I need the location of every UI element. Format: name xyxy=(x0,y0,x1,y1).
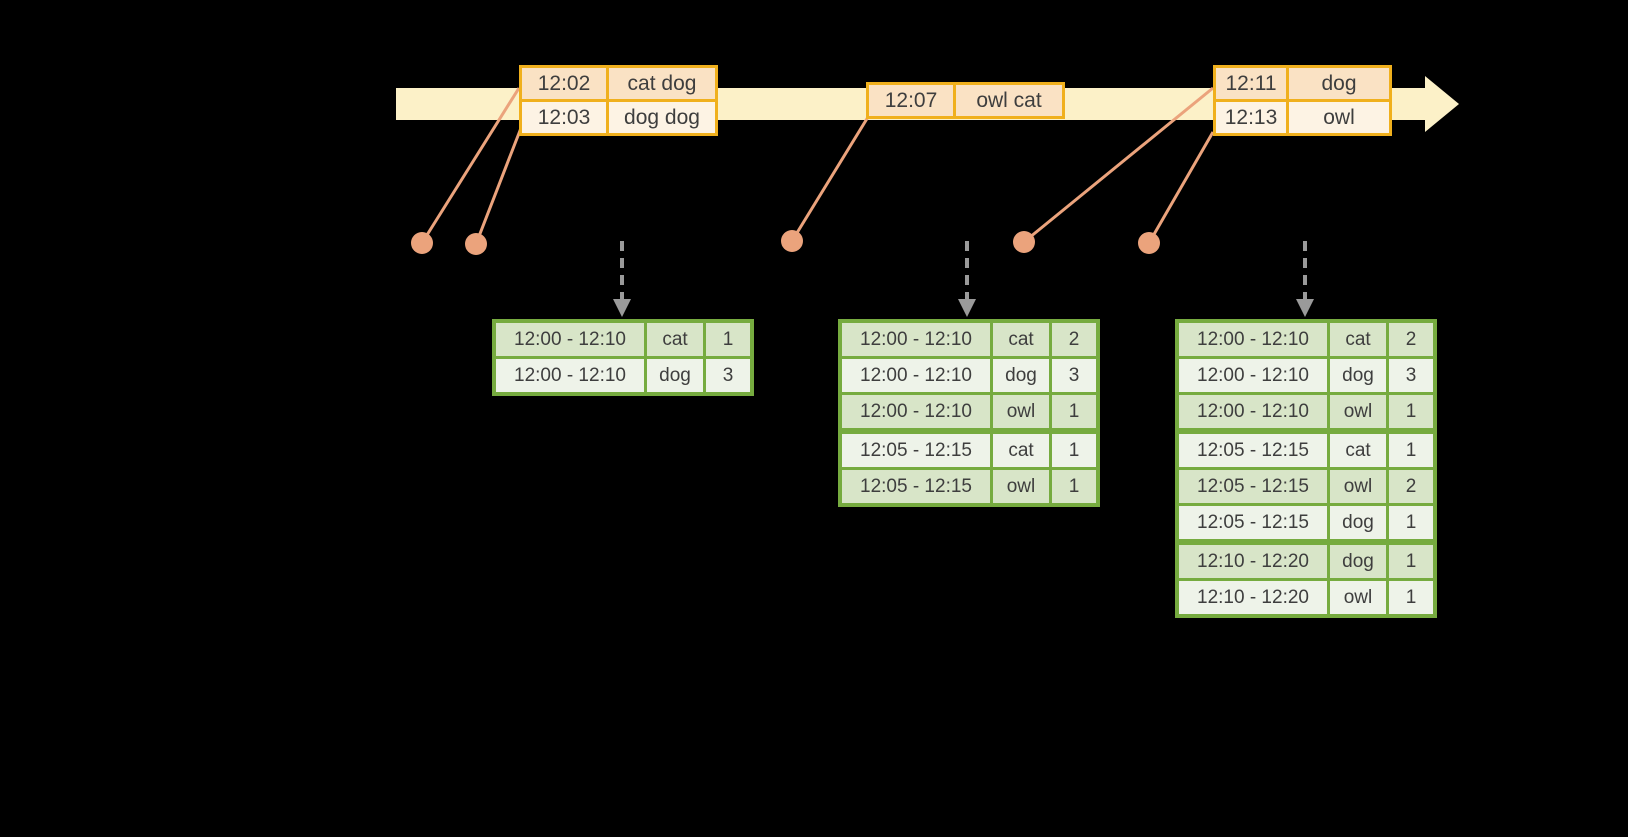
event-point-dot xyxy=(465,233,487,255)
event-connector-line xyxy=(420,87,521,244)
word-cell: dog xyxy=(990,356,1052,395)
count-cell: 1 xyxy=(1386,578,1437,618)
count-cell: 3 xyxy=(1049,356,1100,395)
window-cell: 12:10 - 12:20 xyxy=(1175,539,1330,581)
window-cell: 12:00 - 12:10 xyxy=(838,392,993,433)
count-cell: 3 xyxy=(1386,356,1437,395)
word-cell: owl xyxy=(990,467,1052,507)
count-cell: 2 xyxy=(1386,467,1437,506)
word-cell: cat xyxy=(644,319,706,359)
count-cell: 2 xyxy=(1386,319,1437,359)
time-cell: 12:13 xyxy=(1213,99,1289,136)
count-cell: 1 xyxy=(1386,392,1437,433)
event-connector-line xyxy=(790,116,870,242)
words-cell: owl cat xyxy=(953,82,1065,119)
time-cell: 12:02 xyxy=(519,65,609,102)
event-point-dot xyxy=(1013,231,1035,253)
window-cell: 12:00 - 12:10 xyxy=(1175,319,1330,359)
trigger-arrow-icon xyxy=(958,241,976,317)
trigger-arrow-icon xyxy=(613,241,631,317)
word-cell: owl xyxy=(1327,578,1389,618)
word-cell: cat xyxy=(1327,319,1389,359)
count-cell: 1 xyxy=(1049,467,1100,507)
event-connector-line xyxy=(1147,131,1215,244)
word-cell: owl xyxy=(1327,467,1389,506)
count-cell: 1 xyxy=(703,319,754,359)
event-connector-line xyxy=(1023,86,1214,244)
word-cell: cat xyxy=(990,319,1052,359)
event-point-dot xyxy=(781,230,803,252)
count-cell: 3 xyxy=(703,356,754,396)
word-cell: dog xyxy=(644,356,706,396)
event-point-dot xyxy=(1138,232,1160,254)
words-cell: cat dog xyxy=(606,65,718,102)
count-cell: 1 xyxy=(1049,392,1100,433)
event-point-dot xyxy=(411,232,433,254)
count-cell: 2 xyxy=(1049,319,1100,359)
window-cell: 12:05 - 12:15 xyxy=(1175,428,1330,470)
word-cell: dog xyxy=(1327,356,1389,395)
window-cell: 12:00 - 12:10 xyxy=(492,356,647,396)
window-cell: 12:05 - 12:15 xyxy=(838,467,993,507)
words-cell: dog xyxy=(1286,65,1392,102)
window-cell: 12:05 - 12:15 xyxy=(1175,467,1330,506)
timeline-arrowhead-icon xyxy=(1425,76,1459,132)
count-cell: 1 xyxy=(1049,428,1100,470)
word-cell: cat xyxy=(990,428,1052,470)
word-cell: owl xyxy=(1327,392,1389,433)
words-cell: dog dog xyxy=(606,99,718,136)
time-cell: 12:03 xyxy=(519,99,609,136)
event-connector-line xyxy=(474,127,523,245)
window-cell: 12:00 - 12:10 xyxy=(1175,356,1330,395)
window-cell: 12:05 - 12:15 xyxy=(838,428,993,470)
time-cell: 12:11 xyxy=(1213,65,1289,102)
count-cell: 1 xyxy=(1386,539,1437,581)
word-cell: cat xyxy=(1327,428,1389,470)
word-cell: owl xyxy=(990,392,1052,433)
word-cell: dog xyxy=(1327,539,1389,581)
count-cell: 1 xyxy=(1386,503,1437,544)
window-cell: 12:05 - 12:15 xyxy=(1175,503,1330,544)
window-cell: 12:00 - 12:10 xyxy=(838,319,993,359)
window-cell: 12:00 - 12:10 xyxy=(838,356,993,395)
window-cell: 12:00 - 12:10 xyxy=(1175,392,1330,433)
window-cell: 12:10 - 12:20 xyxy=(1175,578,1330,618)
window-cell: 12:00 - 12:10 xyxy=(492,319,647,359)
count-cell: 1 xyxy=(1386,428,1437,470)
time-cell: 12:07 xyxy=(866,82,956,119)
trigger-arrow-icon xyxy=(1296,241,1314,317)
words-cell: owl xyxy=(1286,99,1392,136)
word-cell: dog xyxy=(1327,503,1389,544)
